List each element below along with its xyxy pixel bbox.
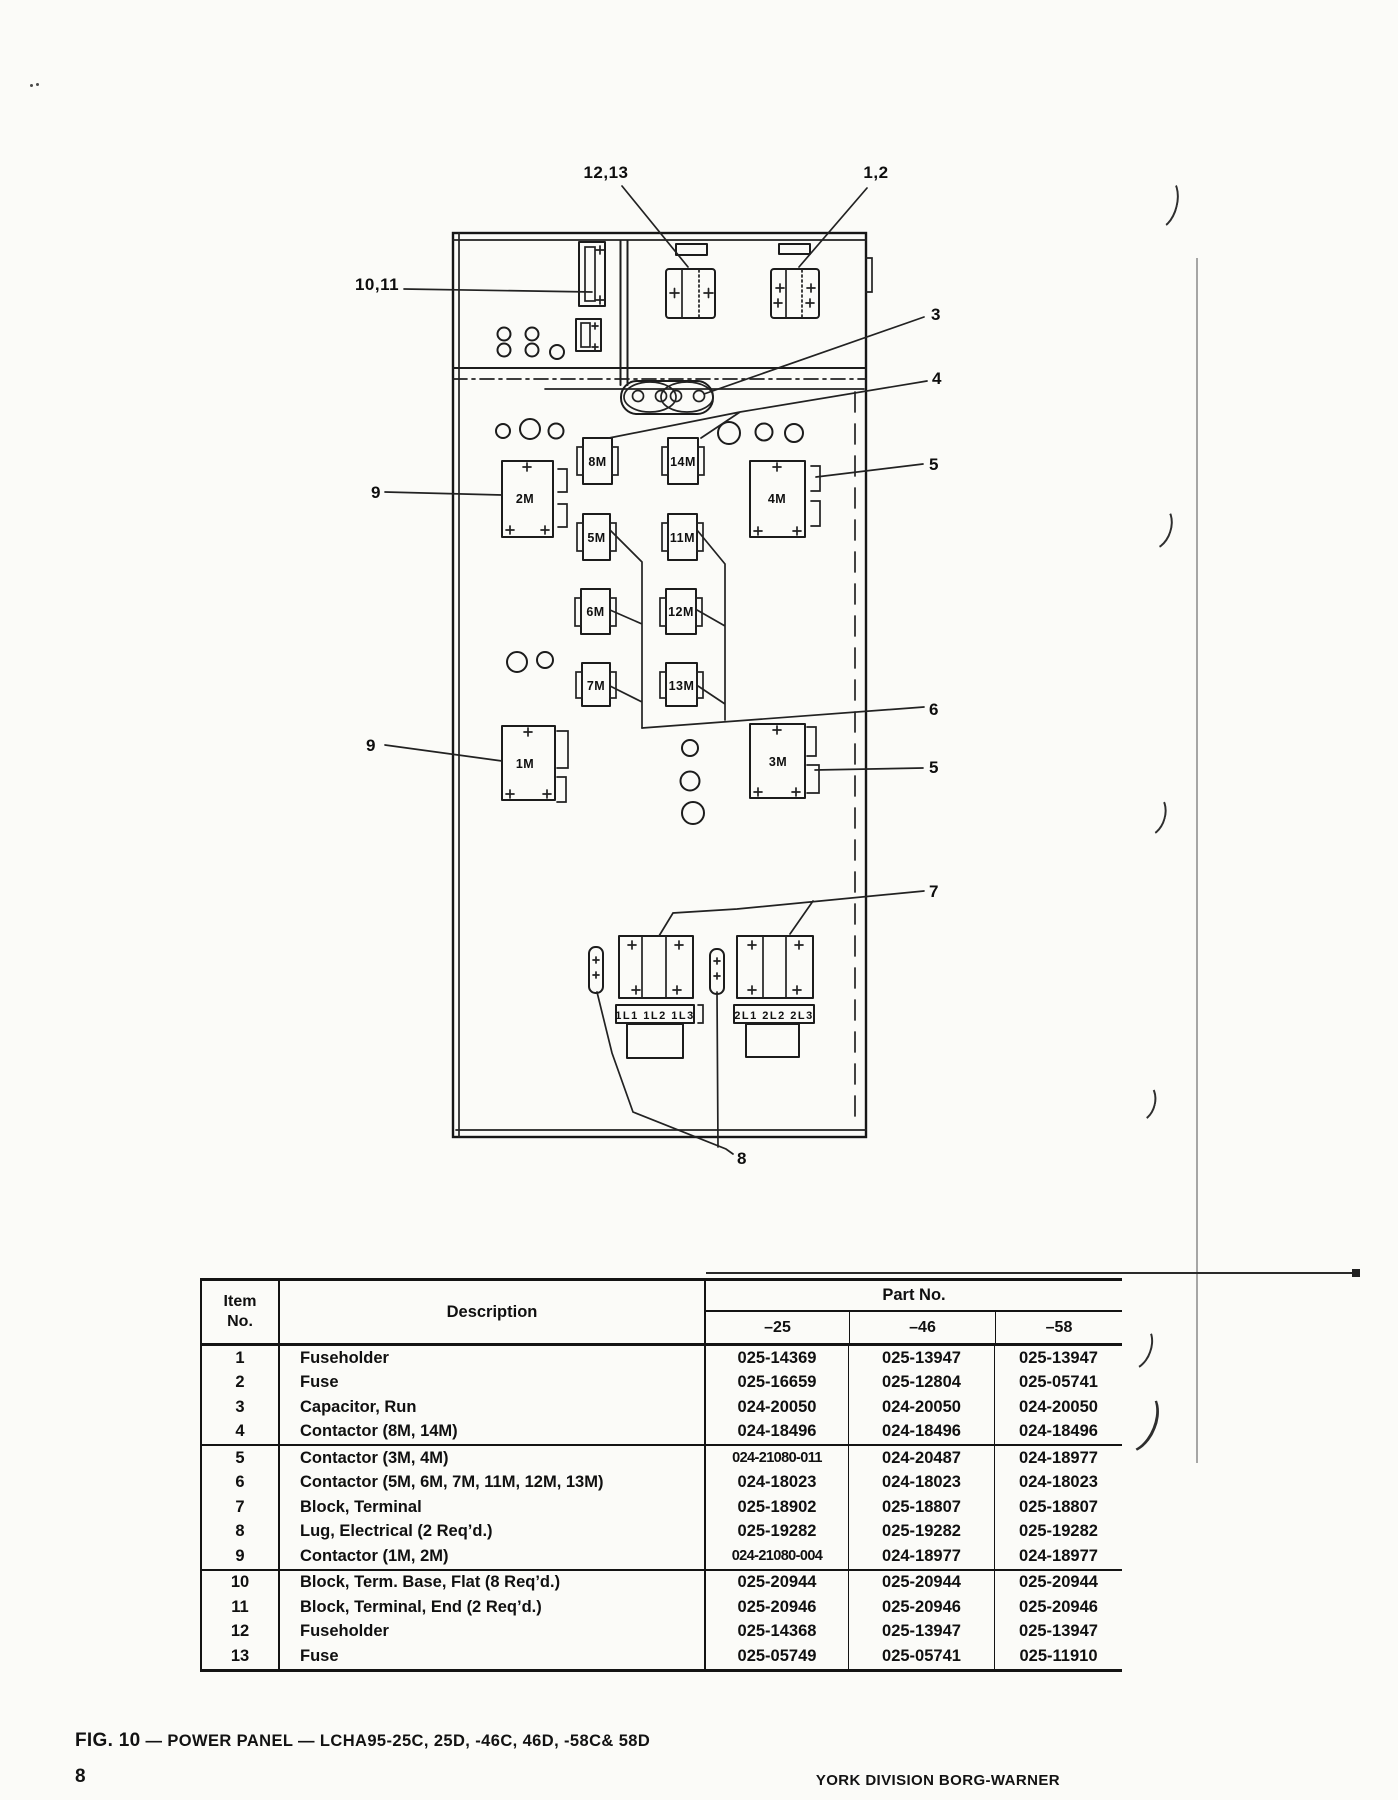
terminal-strip-label: 1L1 1L2 1L3: [615, 1010, 694, 1022]
callout-7: 7: [929, 882, 939, 901]
electrical-lug-right: [709, 948, 725, 995]
callout-4: 4: [932, 369, 942, 388]
figure-number: FIG. 10: [75, 1730, 141, 1751]
parts-table: Item No. Description Part No. –25 –46 –5…: [200, 1269, 1360, 1672]
panel-openings: [626, 1023, 800, 1059]
page-number: 8: [75, 1766, 86, 1787]
terminal-block-right: 2L1 2L2 2L3: [733, 935, 815, 1024]
header-description: Description: [446, 1302, 538, 1321]
contactor-label: 7M: [587, 679, 605, 693]
header-item: Item: [223, 1293, 257, 1310]
contactor-2m: 2M: [501, 460, 568, 538]
callout-leaders: [384, 185, 928, 1155]
contactor-label: 8M: [588, 455, 606, 469]
callout-5-bottom: 5: [929, 758, 939, 777]
contactor-8m: 8M: [576, 437, 619, 485]
scan-artifact: [1196, 258, 1198, 1463]
callout-12-13: 12,13: [583, 163, 628, 182]
terminal-strip-label: 2L1 2L2 2L3: [734, 1010, 813, 1022]
figure-title: — POWER PANEL — LCHA95-25C, 25D, -46C, 4…: [140, 1732, 651, 1750]
callout-6: 6: [929, 700, 939, 719]
run-capacitors: [620, 380, 714, 415]
terminal-block-left: 1L1 1L2 1L3: [615, 935, 704, 1024]
mounting-holes-lower: [506, 651, 554, 673]
contactor-label: 4M: [768, 492, 786, 506]
contactor-label: 11M: [670, 531, 695, 545]
header-part-no: Part No.: [706, 1281, 1122, 1312]
figure-caption: FIG. 10 — POWER PANEL — LCHA95-25C, 25D,…: [75, 1730, 650, 1752]
contactor-label: 12M: [668, 605, 694, 619]
callout-8: 8: [737, 1149, 747, 1168]
contactor-5m: 5M: [576, 513, 617, 561]
panel-outline: [451, 231, 873, 1139]
contactor-1m: 1M: [501, 725, 569, 803]
callout-9-bottom: 9: [366, 736, 376, 755]
publisher-footer: YORK DIVISION BORG-WARNER: [815, 1772, 1060, 1789]
header-no: No.: [227, 1313, 253, 1330]
scan-artifact: [30, 84, 33, 87]
callout-9-top: 9: [371, 483, 381, 502]
contactor-3m: 3M: [749, 723, 820, 799]
callout-3: 3: [931, 305, 941, 324]
column-header-description: Description: [280, 1281, 706, 1343]
callout-10-11: 10,11: [355, 275, 399, 294]
fuseholder-block-right: [770, 268, 820, 319]
contactor-label: 6M: [586, 605, 604, 619]
column-header-part-no: Part No. –25 –46 –58: [706, 1281, 1122, 1343]
panel-slots: [675, 243, 811, 256]
contactor-6m: 6M: [574, 588, 617, 635]
contactor-11m: 11M: [661, 513, 704, 561]
callout-5-top: 5: [929, 455, 939, 474]
contactor-14m: 14M: [661, 437, 705, 485]
mounting-holes-mid: [495, 418, 804, 445]
contactor-label: 3M: [769, 755, 787, 769]
column-header-item-no: Item No.: [202, 1281, 280, 1343]
column-header-58: –58: [995, 1312, 1122, 1343]
contactor-12m: 12M: [659, 588, 703, 635]
fuseholder-block-left: [665, 268, 716, 319]
contactor-13m: 13M: [659, 662, 704, 707]
scan-artifact: [706, 1269, 1360, 1277]
contactor-label: 5M: [587, 531, 605, 545]
terminal-base-strip: [575, 241, 606, 352]
table-header: Item No. Description Part No. –25 –46 –5…: [202, 1281, 1122, 1346]
contactor-7m: 7M: [575, 662, 617, 707]
callout-labels: 12,13 1,2 10,11 3 4 5 9 6 9 5 7 8: [355, 163, 942, 1168]
contactor-label: 13M: [669, 679, 695, 693]
mounting-holes-top: [496, 326, 565, 360]
mounting-holes-center: [679, 739, 705, 825]
electrical-lug-left: [588, 946, 604, 994]
power-panel-diagram: 8M 14M 5M 11M 6M 12M 7M 13M: [355, 163, 942, 1168]
contactor-label: 1M: [516, 757, 534, 771]
callout-6-leaders: [609, 529, 925, 729]
contactor-label: 2M: [516, 492, 534, 506]
column-header-46: –46: [849, 1312, 995, 1343]
column-header-25: –25: [764, 1318, 791, 1336]
contactor-4m: 4M: [749, 460, 821, 538]
callout-1-2: 1,2: [863, 163, 888, 182]
contactor-label: 14M: [670, 455, 696, 469]
